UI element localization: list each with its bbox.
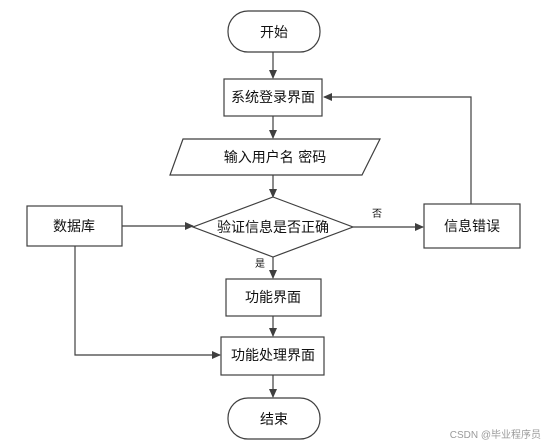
input-label: 输入用户名 密码: [224, 149, 326, 166]
login-screen-label: 系统登录界面: [231, 90, 315, 106]
function-screen-label: 功能界面: [245, 290, 301, 306]
start-terminator: [227, 10, 321, 53]
database-label: 数据库: [53, 219, 95, 235]
edge-database-processing: [74, 246, 221, 359]
processing-screen-box: [220, 336, 325, 376]
input-parallelogram: [169, 138, 381, 176]
watermark: CSDN @毕业程序员: [450, 428, 541, 441]
edge-error-login: [323, 93, 472, 204]
edge-label-no: 否: [372, 208, 382, 220]
error-box: [423, 203, 521, 249]
verify-label: 验证信息是否正确: [217, 219, 329, 236]
verify-decision: [191, 196, 355, 258]
end-label: 结束: [260, 412, 288, 428]
function-screen-box: [225, 278, 322, 317]
start-label: 开始: [260, 25, 288, 41]
login-screen-box: [223, 78, 323, 117]
database-box: [26, 205, 123, 247]
processing-screen-label: 功能处理界面: [231, 348, 315, 364]
edge-label-yes: 是: [255, 258, 265, 270]
error-label: 信息错误: [444, 218, 500, 235]
end-terminator: [227, 397, 321, 440]
